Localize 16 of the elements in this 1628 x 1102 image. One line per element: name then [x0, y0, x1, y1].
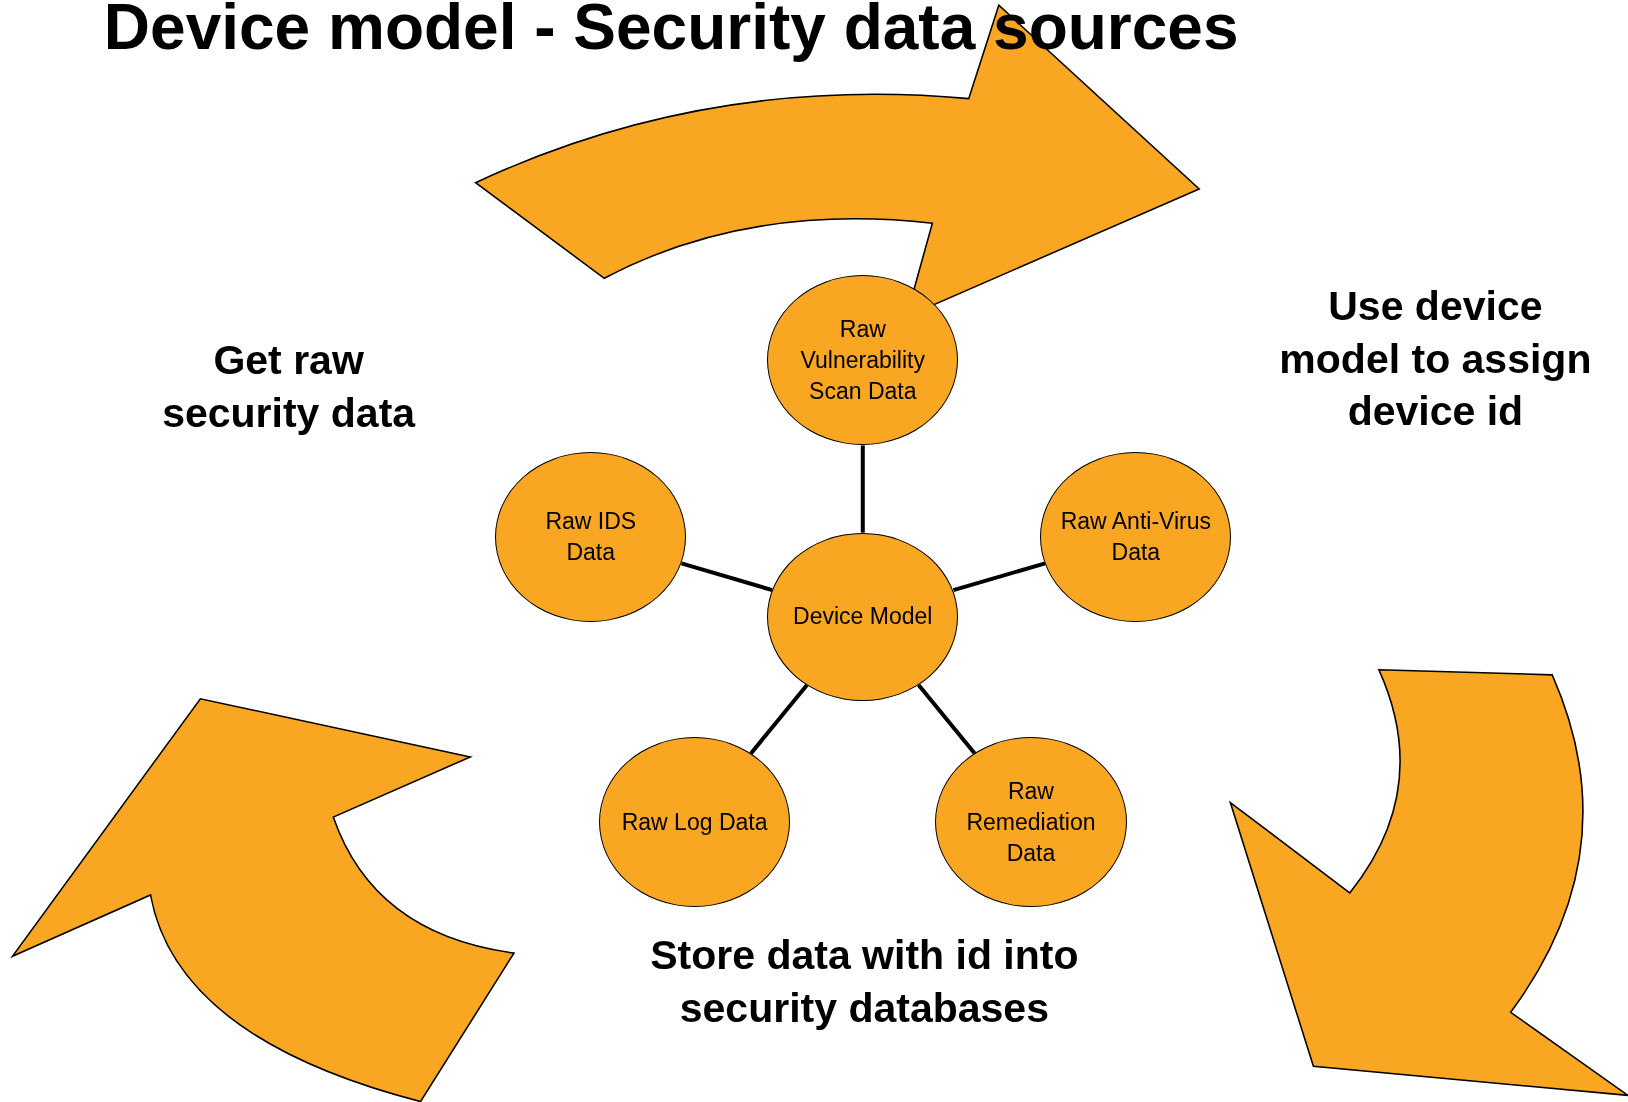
connector-line [952, 561, 1046, 593]
step-label: Store data with id into security databases [643, 929, 1085, 1035]
ellipse-label: Raw Remediation Data [965, 776, 1097, 868]
step-label: Use device model to assign device id [1271, 280, 1599, 438]
connector-line [749, 683, 809, 755]
ellipse-label: Raw Vulnerability Scan Data [799, 314, 926, 406]
connector-line [860, 445, 865, 533]
connector-line [680, 561, 773, 592]
curved-block-arrow [11, 697, 515, 1102]
curved-block-arrow [1229, 668, 1628, 1097]
step-label: Get raw security data [134, 334, 443, 440]
ellipse-label: Raw IDS Data [544, 506, 638, 567]
ellipse-label: Raw Anti-Virus Data [1059, 506, 1213, 567]
ellipse-label: Raw Log Data [620, 807, 769, 837]
ellipse-label: Device Model [792, 602, 934, 632]
connector-line [917, 683, 977, 755]
